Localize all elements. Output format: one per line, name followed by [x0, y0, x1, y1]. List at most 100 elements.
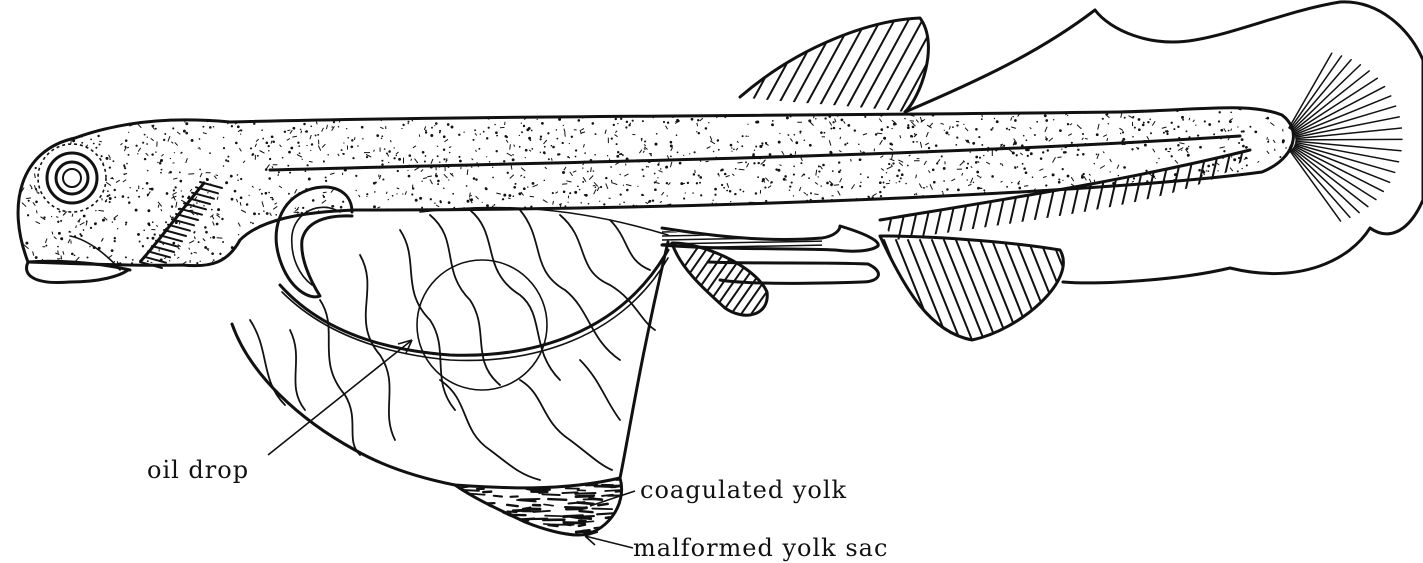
stipple-dot [193, 267, 196, 270]
stipple-dash [217, 197, 218, 200]
stipple-dot [1239, 256, 1240, 257]
stipple-dash [1043, 176, 1047, 177]
stipple-dash [798, 258, 799, 261]
stipple-dot [337, 233, 340, 236]
stipple-dot [620, 109, 622, 111]
stipple-dot [345, 225, 348, 228]
stipple-dash [919, 184, 921, 188]
stipple-dot [685, 192, 686, 193]
stipple-dot [1264, 182, 1267, 185]
stipple-dash [770, 252, 772, 253]
stipple-dot [616, 143, 618, 145]
stipple-dot [1122, 269, 1124, 271]
stipple-dot [1123, 166, 1126, 169]
stipple-dot [1219, 111, 1221, 113]
stipple-dash [177, 257, 179, 259]
stipple-dot [1139, 198, 1141, 200]
stipple-dash [1189, 258, 1190, 263]
stipple-dot [209, 126, 212, 129]
stipple-dash [700, 118, 703, 121]
stipple-dot [1163, 238, 1165, 240]
stipple-dot [548, 158, 550, 160]
stipple-dot [756, 109, 757, 110]
stipple-dash [984, 278, 988, 279]
coagulated-yolk-dash [499, 531, 519, 532]
stipple-dot [631, 108, 633, 110]
stipple-dot [639, 105, 641, 107]
stipple-dot [907, 126, 910, 129]
stipple-dot [223, 165, 225, 167]
stipple-dot [815, 259, 818, 262]
stipple-dot [733, 148, 735, 150]
stipple-dash [266, 164, 269, 168]
stipple-dot [1108, 123, 1110, 125]
stipple-dot [1195, 250, 1197, 252]
stipple-dot [866, 257, 869, 260]
stipple-dash [1089, 174, 1090, 176]
stipple-dash [36, 222, 40, 224]
stipple-dot [154, 233, 156, 235]
stipple-dot [981, 144, 983, 146]
stipple-dot [609, 108, 611, 110]
stipple-dot [489, 161, 491, 163]
hatch-stroke [1256, 140, 1281, 250]
stipple-dash [1084, 176, 1087, 180]
stipple-dot [28, 200, 30, 202]
stipple-dot [1220, 198, 1221, 199]
stipple-dot [397, 269, 400, 272]
stipple-dot [1149, 119, 1151, 121]
stipple-dot [1285, 193, 1287, 195]
stipple-dot [1022, 163, 1024, 165]
stipple-dash [820, 253, 821, 255]
stipple-dot [90, 227, 92, 229]
stipple-dot [289, 172, 291, 174]
stipple-dash [421, 170, 423, 172]
stipple-dot [434, 202, 435, 203]
stipple-dot [1165, 148, 1167, 150]
stipple-dot [863, 202, 865, 204]
stipple-dash [765, 178, 768, 182]
stipple-dash [1266, 118, 1268, 119]
stipple-dot [483, 218, 485, 220]
stipple-dot [496, 150, 498, 152]
stipple-dash [790, 139, 792, 142]
stipple-dash [396, 152, 399, 154]
stipple-dot [225, 181, 228, 184]
stipple-dot [60, 237, 63, 240]
stipple-dot [666, 195, 667, 196]
stipple-dot [880, 114, 883, 117]
stipple-dot [1252, 184, 1254, 186]
stipple-dash [818, 252, 819, 256]
stipple-dot [234, 260, 235, 261]
stipple-dash [863, 105, 865, 108]
stipple-dash [121, 143, 123, 145]
stipple-dot [421, 207, 423, 209]
stipple-dot [871, 105, 873, 107]
stipple-dot [532, 225, 534, 227]
stipple-dot [586, 232, 588, 234]
stipple-dot [587, 171, 589, 173]
stipple-dash [814, 194, 818, 195]
stipple-dot [740, 255, 742, 257]
stipple-dash [977, 176, 980, 177]
stipple-dash [1175, 160, 1178, 164]
stipple-dot [292, 115, 293, 116]
stipple-dot [1199, 222, 1201, 224]
stipple-dot [543, 231, 546, 234]
stipple-dot [1202, 103, 1205, 106]
stipple-dot [1154, 185, 1156, 187]
stipple-dot [724, 227, 727, 230]
stipple-dash [1011, 117, 1012, 120]
stipple-dot [835, 226, 837, 228]
stipple-dot [219, 275, 221, 277]
hatch-stroke [956, 240, 996, 340]
stipple-dash [17, 240, 18, 243]
stipple-dot [114, 196, 116, 198]
coagulated-yolk-dash [459, 524, 475, 525]
stipple-dot [271, 135, 274, 138]
stipple-dash [1270, 186, 1272, 188]
stipple-dash [279, 186, 282, 188]
stipple-dot [858, 253, 861, 256]
stipple-dot [844, 216, 846, 218]
stipple-dot [839, 270, 841, 272]
